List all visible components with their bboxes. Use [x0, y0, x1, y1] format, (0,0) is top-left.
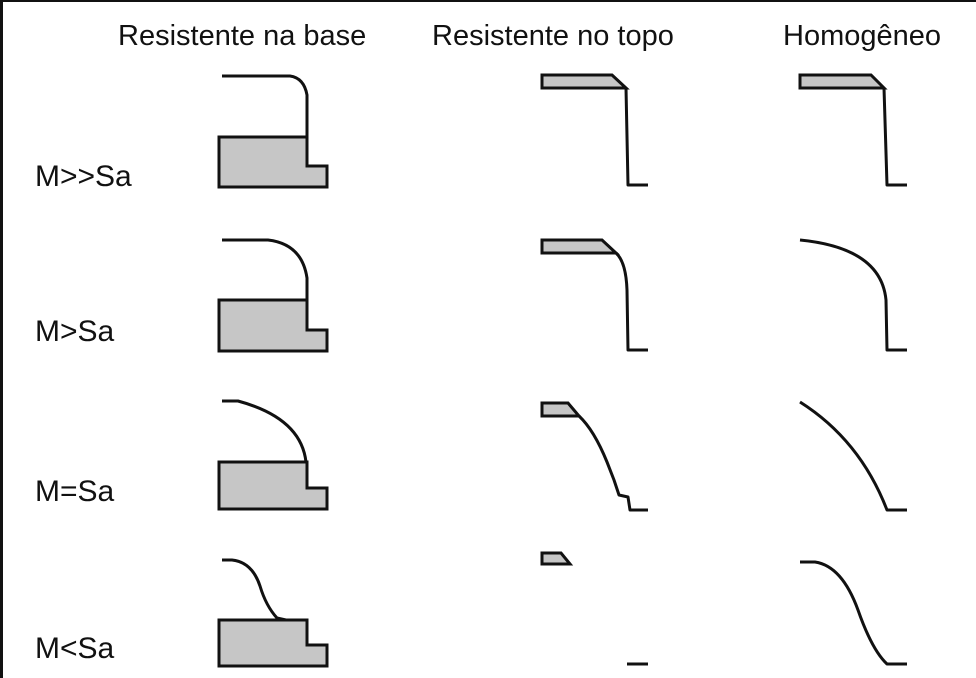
row-label-m-much-greater-sa: M>>Sa [35, 160, 132, 193]
row-label-m-equal-sa: M=Sa [35, 475, 115, 508]
profile-strong-top-row3 [540, 401, 648, 512]
profile-homogeneous-row2 [799, 238, 907, 352]
row-label-m-greater-sa: M>Sa [35, 315, 115, 348]
row-label-m-less-sa: M<Sa [35, 632, 115, 665]
column-header-strong-top: Resistente no topo [432, 20, 674, 52]
profile-strong-top-row4 [540, 551, 648, 666]
profile-homogeneous-row1 [798, 73, 907, 187]
profile-strong-top-row2 [540, 238, 648, 352]
profile-strong-base-row4 [217, 558, 329, 668]
profile-strong-base-row2 [217, 238, 329, 353]
profile-homogeneous-row3 [799, 400, 907, 512]
profile-strong-base-row3 [217, 399, 329, 511]
column-header-strong-base: Resistente na base [118, 20, 367, 52]
profile-homogeneous-row4 [800, 560, 907, 666]
profile-strong-top-row1 [540, 73, 648, 187]
profile-strong-base-row1 [217, 74, 329, 189]
column-header-homogeneous: Homogêneo [783, 20, 941, 52]
